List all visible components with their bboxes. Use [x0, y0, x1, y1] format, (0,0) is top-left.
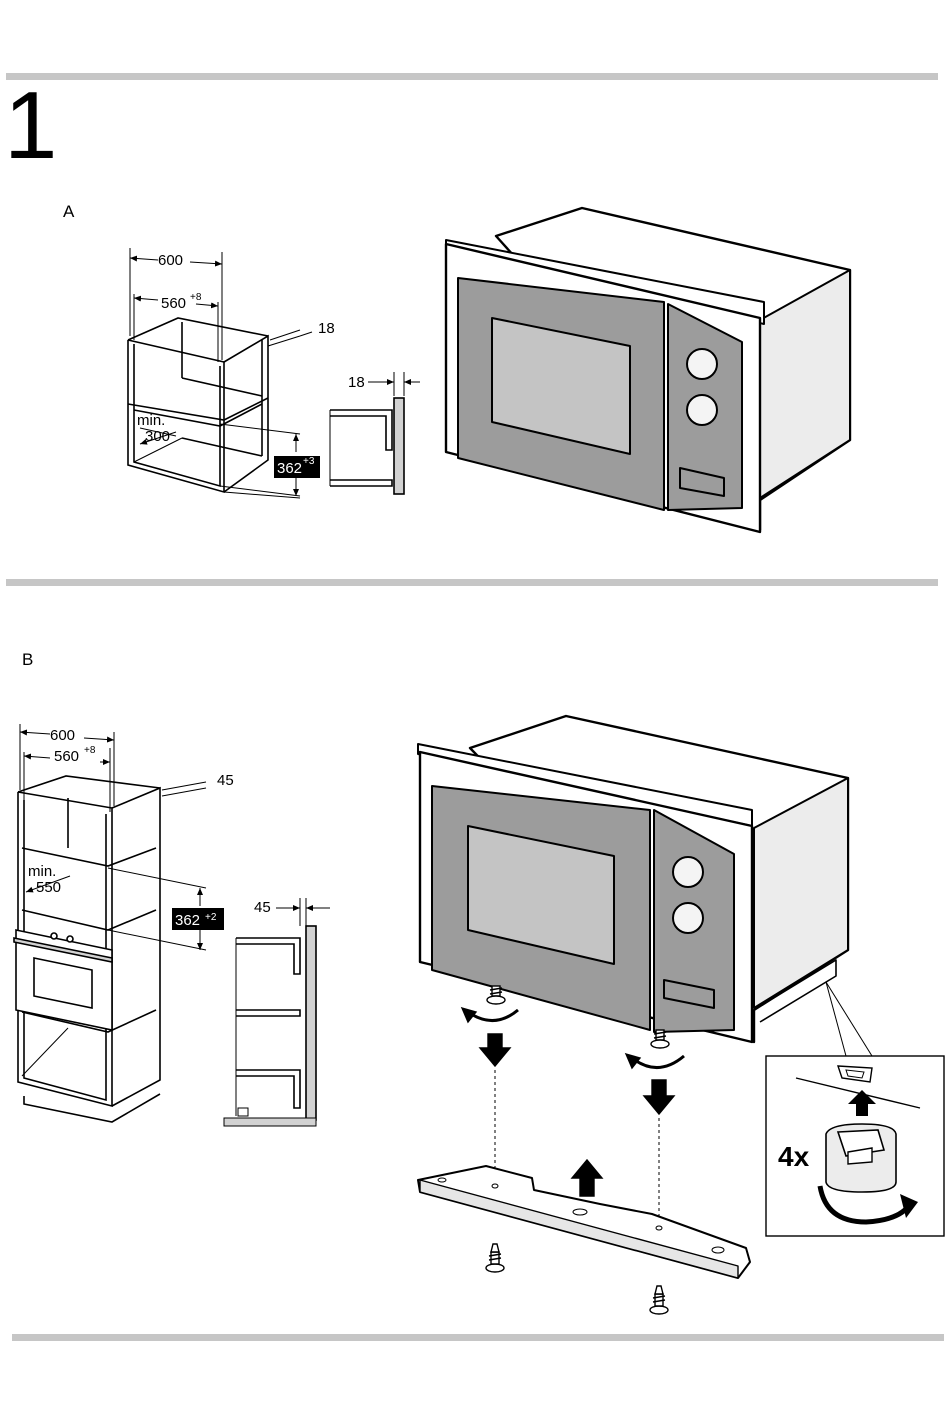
- dim-front-offset-a: 18: [348, 374, 365, 391]
- dim-panel-thickness-a: 18: [318, 320, 335, 337]
- dim-width-outer-b: 600: [50, 727, 75, 744]
- dim-depth-min-label-a: min.: [137, 412, 165, 429]
- dim-width-inner-b: 560: [54, 748, 79, 765]
- detail-callout: [766, 982, 944, 1236]
- dim-width-outer-a: 600: [158, 252, 183, 269]
- dim-front-offset-b: 45: [254, 899, 271, 916]
- arrow-down-icon: [644, 1080, 674, 1114]
- dim-depth-min-value-a: 300: [145, 428, 170, 445]
- side-profile-b: [224, 898, 330, 1126]
- dim-depth-min-label-b: min.: [28, 863, 56, 880]
- arrow-down-icon: [480, 1034, 510, 1066]
- detail-quantity: 4x: [778, 1141, 810, 1172]
- dim-depth-min-value-b: 550: [36, 879, 61, 896]
- side-profile-a: [330, 372, 420, 494]
- dim-width-inner-tol-a: +8: [190, 292, 202, 303]
- arrow-up-icon: [572, 1160, 602, 1196]
- dim-panel-thickness-b: 45: [217, 772, 234, 789]
- microwave-a: [446, 208, 850, 532]
- screw-icon: [486, 1244, 504, 1272]
- dim-width-inner-a: 560: [161, 295, 186, 312]
- microwave-b: [418, 716, 848, 1042]
- dim-width-inner-tol-b: +8: [84, 745, 96, 756]
- dim-niche-height-tol-a: +3: [303, 456, 315, 467]
- dim-niche-height-tol-b: +2: [205, 912, 217, 923]
- screw-icon: [650, 1286, 668, 1314]
- dim-niche-height-a: 362: [277, 460, 302, 477]
- dim-niche-height-b: 362: [175, 912, 200, 929]
- oven-b: [14, 930, 112, 1030]
